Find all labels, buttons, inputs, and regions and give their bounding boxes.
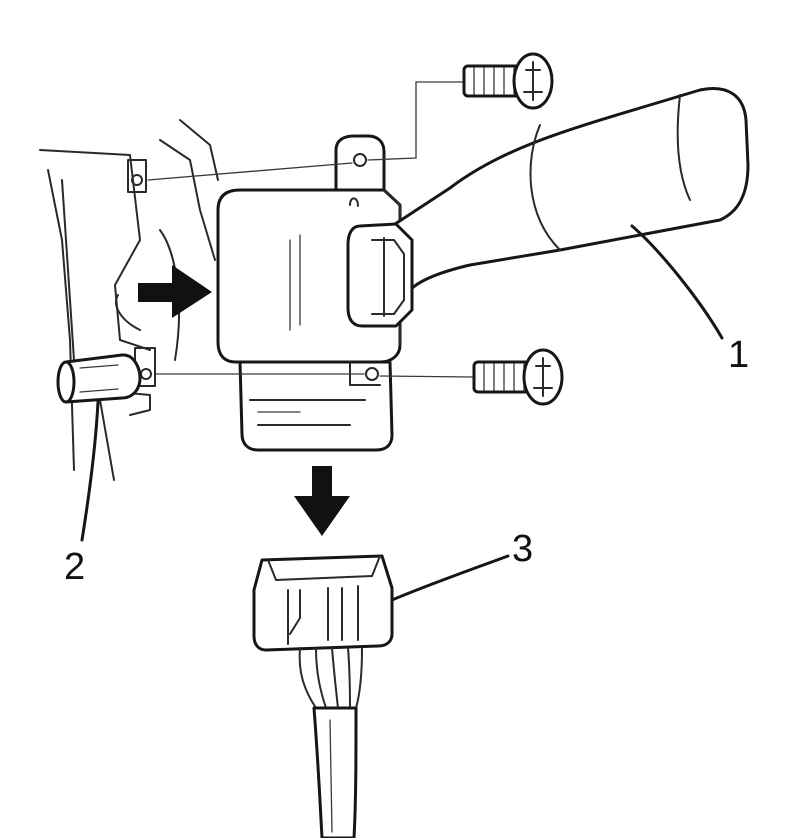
leader-lines [80, 224, 724, 602]
upper-screw [462, 52, 554, 110]
lower-screw [472, 348, 564, 406]
alignment-lines [147, 81, 473, 378]
callout-2-label: 2 [64, 546, 86, 588]
turn-signal-lever [346, 87, 750, 328]
wiring-connector [252, 554, 394, 838]
cancel-cam-pin [56, 353, 142, 404]
install-direction-arrow [138, 265, 212, 318]
callout-1-label: 1 [728, 334, 750, 376]
callout-3-label: 3 [512, 528, 534, 570]
disconnect-direction-arrow [294, 466, 350, 536]
steering-column-bracket [39, 119, 219, 481]
